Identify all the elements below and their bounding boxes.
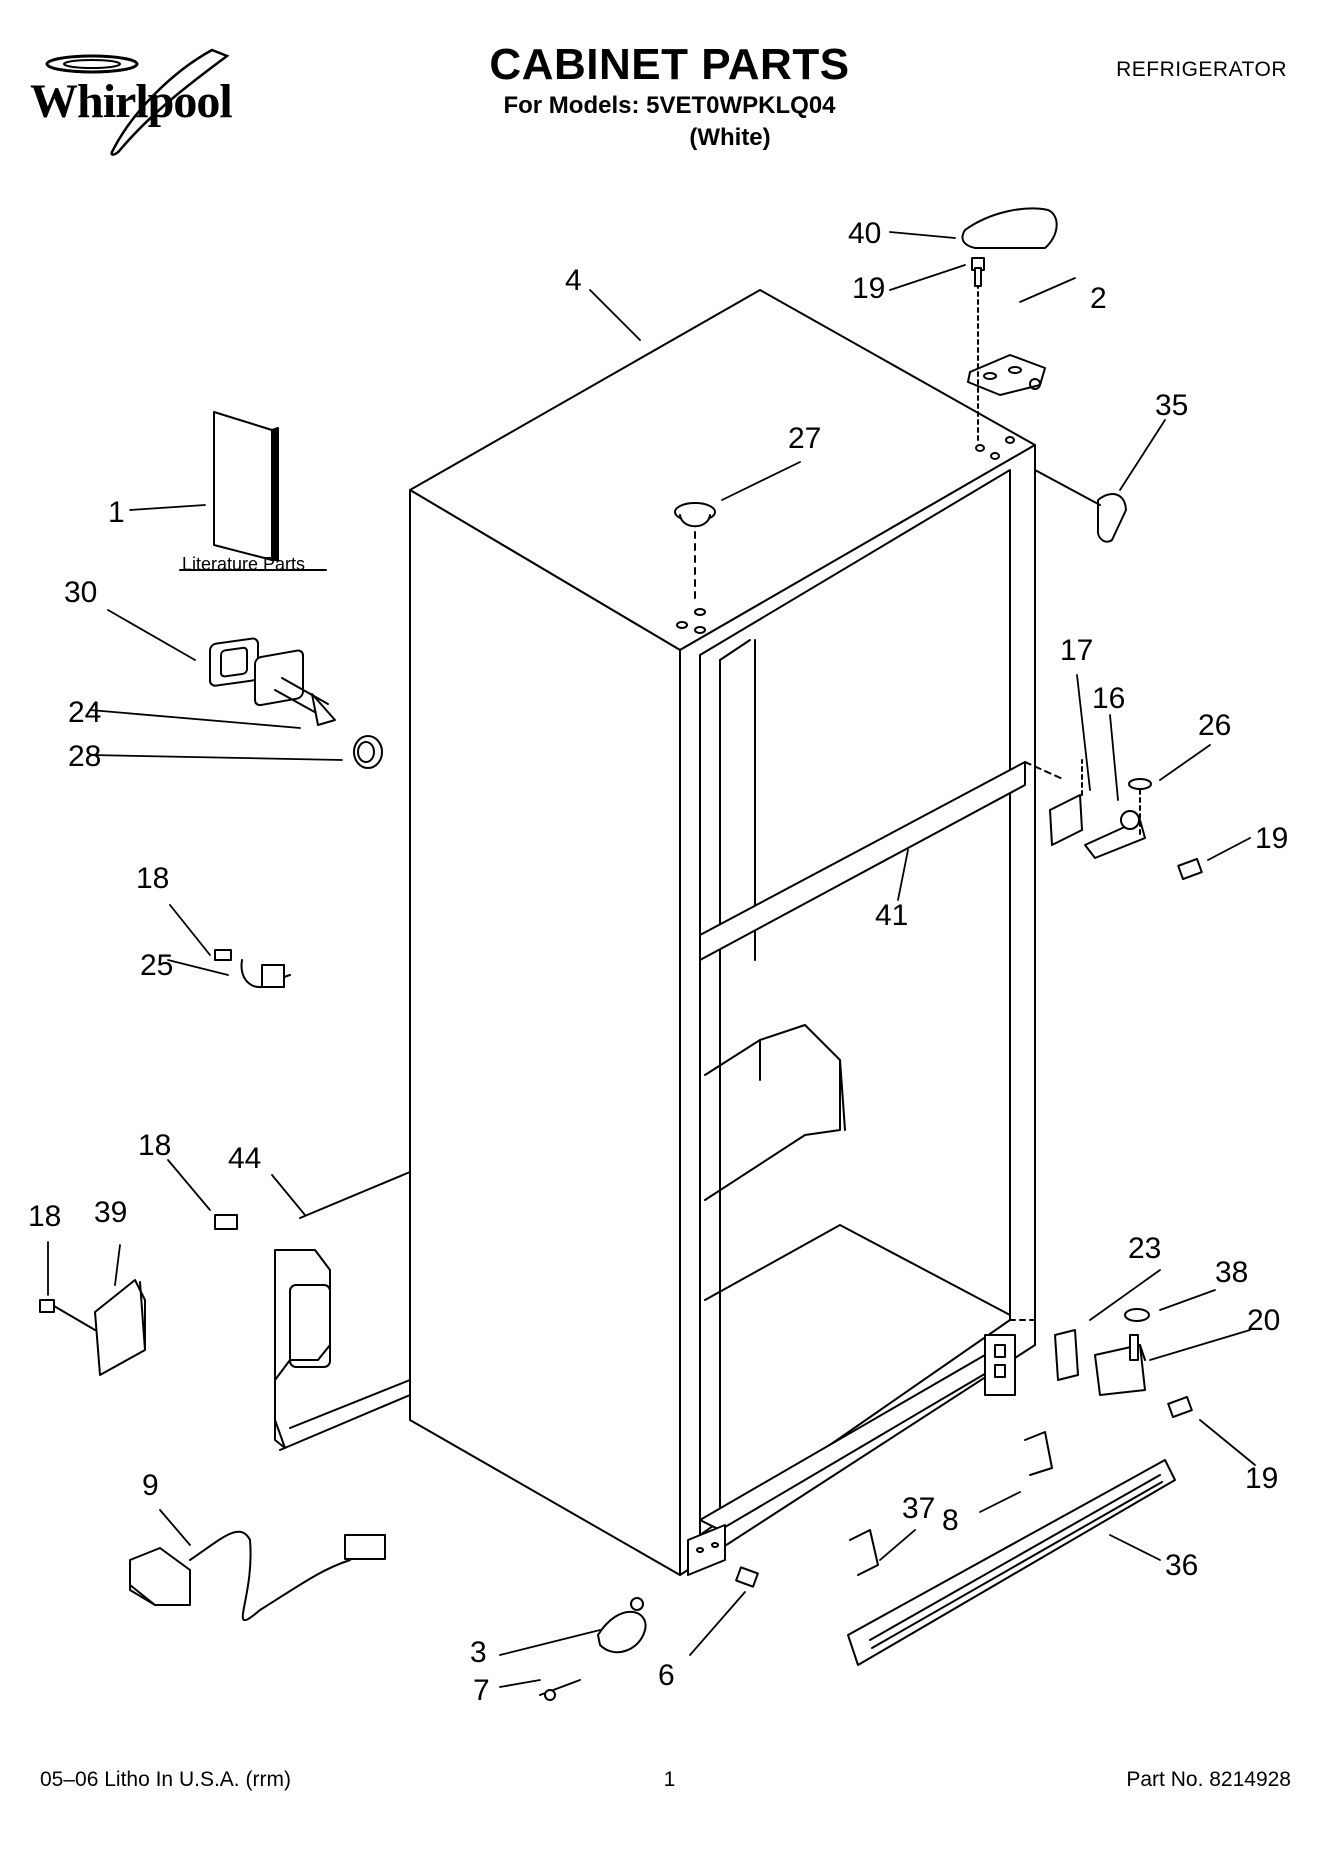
clip-8 — [1024, 1431, 1053, 1476]
callout-4: 4 — [565, 264, 582, 297]
callout-28: 28 — [68, 740, 101, 773]
callout-41: 41 — [875, 899, 908, 932]
callout-26: 26 — [1198, 709, 1231, 742]
bracket-17 — [1049, 759, 1083, 846]
callout-18c: 18 — [28, 1200, 61, 1233]
callout-19c: 19 — [1245, 1462, 1278, 1495]
callout-25: 25 — [140, 949, 173, 982]
brand-name: Whirlpool — [30, 75, 233, 128]
callout-19: 19 — [852, 272, 885, 305]
model-subtitle: For Models: 5VET0WPKLQ04 — [503, 92, 836, 119]
plug-button — [674, 502, 716, 601]
power-cord — [129, 1530, 386, 1622]
toe-grille — [847, 1459, 1176, 1666]
callout-16: 16 — [1092, 682, 1125, 715]
screw-19b — [1177, 858, 1203, 880]
callout-27: 27 — [788, 422, 821, 455]
callout-6: 6 — [658, 1659, 675, 1692]
callout-30: 30 — [64, 576, 97, 609]
back-panel — [274, 1171, 411, 1451]
clip-25 — [214, 949, 291, 989]
page-number: 1 — [663, 1768, 676, 1791]
callout-17: 17 — [1060, 634, 1093, 667]
callout-19b: 19 — [1255, 822, 1288, 855]
literature-booklet — [213, 411, 279, 561]
mullion-bar — [699, 761, 1066, 961]
callout-2: 2 — [1090, 282, 1107, 315]
whirlpool-logo: Whirlpool — [22, 42, 262, 162]
screw-18 — [214, 1214, 238, 1230]
callout-44: 44 — [228, 1142, 261, 1175]
callout-39: 39 — [94, 1196, 127, 1229]
callout-18b: 18 — [138, 1129, 171, 1162]
cover-39 — [39, 1279, 146, 1376]
part-35 — [1096, 493, 1127, 543]
literature-parts-label: Literature Parts — [182, 554, 305, 574]
gasket-30 — [209, 637, 259, 687]
washer-26 — [1128, 778, 1152, 836]
top-hinge — [967, 257, 1046, 441]
callout-40: 40 — [848, 217, 881, 250]
callout-20: 20 — [1247, 1304, 1280, 1337]
litho-info: 05–06 Litho In U.S.A. (rrm) — [40, 1768, 291, 1791]
screw-6 — [735, 1566, 759, 1588]
callout-37: 37 — [902, 1492, 935, 1525]
bracket-23 — [1054, 1329, 1079, 1381]
callout-35: 35 — [1155, 389, 1188, 422]
bushing-28 — [353, 735, 383, 769]
logo-swirl-icon — [45, 48, 230, 156]
hinge-cover — [961, 207, 1058, 249]
callout-36: 36 — [1165, 1549, 1198, 1582]
cabinet-body — [409, 289, 1036, 1576]
callout-23: 23 — [1128, 1232, 1161, 1265]
part-number: Part No. 8214928 — [1126, 1768, 1291, 1791]
shaft-24 — [254, 649, 336, 726]
leader-lines — [47, 231, 1256, 1688]
callout-8: 8 — [942, 1504, 959, 1537]
bracket-16 — [1084, 810, 1146, 859]
leveler-3 — [539, 1597, 647, 1701]
washer-38 — [1124, 1308, 1150, 1322]
clip-37 — [849, 1529, 879, 1576]
page-title: CABINET PARTS — [489, 40, 850, 89]
callout-1: 1 — [108, 496, 125, 529]
bracket-20 — [1094, 1334, 1146, 1396]
appliance-type: REFRIGERATOR — [1116, 58, 1287, 81]
callout-18a: 18 — [136, 862, 169, 895]
callout-3: 3 — [470, 1636, 487, 1669]
color-variant: (White) — [689, 124, 771, 151]
callout-9: 9 — [142, 1469, 159, 1502]
callout-24: 24 — [68, 696, 101, 729]
screw-19c — [1167, 1396, 1193, 1418]
callout-38: 38 — [1215, 1256, 1248, 1289]
callout-7: 7 — [473, 1674, 490, 1707]
bottom-rail — [687, 1319, 1041, 1576]
